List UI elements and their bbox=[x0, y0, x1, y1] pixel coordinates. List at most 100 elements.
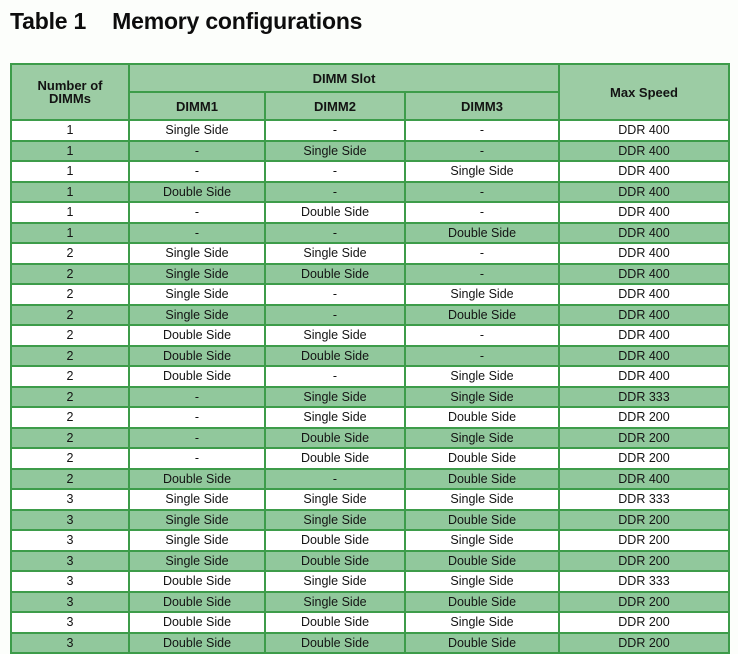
cell-dimm3: Single Side bbox=[404, 426, 560, 449]
cell-max-speed: DDR 400 bbox=[558, 221, 730, 244]
cell-dimm1: Single Side bbox=[128, 262, 266, 285]
cell-number-of-dimms: 2 bbox=[10, 385, 130, 408]
column-header-dimm1: DIMM1 bbox=[128, 91, 266, 121]
cell-dimm3: Single Side bbox=[404, 283, 560, 306]
cell-dimm3: - bbox=[404, 119, 560, 142]
cell-max-speed: DDR 200 bbox=[558, 611, 730, 634]
cell-max-speed: DDR 400 bbox=[558, 242, 730, 265]
cell-dimm1: - bbox=[128, 447, 266, 470]
cell-dimm3: - bbox=[404, 242, 560, 265]
column-group-header-dimm-slot: DIMM Slot bbox=[128, 63, 560, 93]
table-caption-text: Memory configurations bbox=[112, 8, 363, 34]
cell-max-speed: DDR 400 bbox=[558, 303, 730, 326]
cell-dimm1: - bbox=[128, 426, 266, 449]
cell-max-speed: DDR 200 bbox=[558, 549, 730, 572]
cell-dimm3: Single Side bbox=[404, 529, 560, 552]
table-row: 1-Single Side-DDR 400 bbox=[10, 139, 730, 162]
cell-dimm1: - bbox=[128, 385, 266, 408]
cell-dimm1: Double Side bbox=[128, 344, 266, 367]
table-caption: Table 1 Memory configurations bbox=[10, 8, 362, 35]
cell-dimm1: Double Side bbox=[128, 324, 266, 347]
cell-max-speed: DDR 400 bbox=[558, 201, 730, 224]
cell-dimm1: - bbox=[128, 406, 266, 429]
cell-dimm1: Double Side bbox=[128, 631, 266, 654]
cell-max-speed: DDR 400 bbox=[558, 139, 730, 162]
cell-dimm1: Single Side bbox=[128, 283, 266, 306]
cell-number-of-dimms: 2 bbox=[10, 262, 130, 285]
cell-max-speed: DDR 400 bbox=[558, 283, 730, 306]
cell-dimm2: Single Side bbox=[264, 139, 406, 162]
cell-dimm2: Double Side bbox=[264, 344, 406, 367]
cell-number-of-dimms: 3 bbox=[10, 611, 130, 634]
table-header: Number of DIMMs DIMM Slot Max Speed DIMM… bbox=[10, 63, 730, 121]
cell-dimm2: Single Side bbox=[264, 406, 406, 429]
cell-dimm2: Double Side bbox=[264, 549, 406, 572]
cell-dimm2: Single Side bbox=[264, 242, 406, 265]
cell-dimm1: - bbox=[128, 221, 266, 244]
cell-dimm1: Single Side bbox=[128, 303, 266, 326]
cell-dimm3: Double Side bbox=[404, 447, 560, 470]
cell-dimm2: Double Side bbox=[264, 529, 406, 552]
cell-number-of-dimms: 3 bbox=[10, 570, 130, 593]
cell-max-speed: DDR 400 bbox=[558, 324, 730, 347]
cell-dimm1: Double Side bbox=[128, 570, 266, 593]
column-header-max-speed: Max Speed bbox=[558, 63, 730, 121]
cell-dimm3: Double Side bbox=[404, 467, 560, 490]
cell-dimm3: Double Side bbox=[404, 221, 560, 244]
cell-dimm3: Single Side bbox=[404, 611, 560, 634]
cell-max-speed: DDR 200 bbox=[558, 508, 730, 531]
column-header-dimm3: DIMM3 bbox=[404, 91, 560, 121]
cell-dimm2: Double Side bbox=[264, 262, 406, 285]
cell-max-speed: DDR 400 bbox=[558, 262, 730, 285]
cell-number-of-dimms: 3 bbox=[10, 508, 130, 531]
cell-max-speed: DDR 200 bbox=[558, 529, 730, 552]
cell-dimm1: - bbox=[128, 201, 266, 224]
cell-dimm2: Single Side bbox=[264, 488, 406, 511]
cell-dimm1: - bbox=[128, 139, 266, 162]
column-header-number-of-dimms-line2: DIMMs bbox=[49, 91, 91, 106]
cell-number-of-dimms: 2 bbox=[10, 467, 130, 490]
cell-number-of-dimms: 1 bbox=[10, 180, 130, 203]
cell-dimm3: - bbox=[404, 324, 560, 347]
cell-max-speed: DDR 400 bbox=[558, 467, 730, 490]
cell-number-of-dimms: 2 bbox=[10, 406, 130, 429]
cell-dimm1: - bbox=[128, 160, 266, 183]
cell-dimm3: - bbox=[404, 201, 560, 224]
cell-dimm2: - bbox=[264, 467, 406, 490]
column-header-dimm2: DIMM2 bbox=[264, 91, 406, 121]
cell-number-of-dimms: 2 bbox=[10, 324, 130, 347]
cell-max-speed: DDR 333 bbox=[558, 570, 730, 593]
cell-max-speed: DDR 400 bbox=[558, 180, 730, 203]
cell-number-of-dimms: 2 bbox=[10, 365, 130, 388]
cell-dimm2: - bbox=[264, 119, 406, 142]
cell-dimm3: Single Side bbox=[404, 365, 560, 388]
document-page: Table 1 Memory configurations Number of … bbox=[10, 8, 730, 654]
cell-max-speed: DDR 200 bbox=[558, 447, 730, 470]
memory-configurations-table: Number of DIMMs DIMM Slot Max Speed DIMM… bbox=[10, 63, 730, 654]
cell-dimm1: Single Side bbox=[128, 508, 266, 531]
cell-dimm1: Single Side bbox=[128, 488, 266, 511]
cell-dimm2: Single Side bbox=[264, 385, 406, 408]
cell-dimm2: - bbox=[264, 221, 406, 244]
table-row: 1-Double Side-DDR 400 bbox=[10, 201, 730, 224]
cell-number-of-dimms: 1 bbox=[10, 221, 130, 244]
cell-max-speed: DDR 200 bbox=[558, 426, 730, 449]
cell-dimm3: Single Side bbox=[404, 160, 560, 183]
cell-dimm2: - bbox=[264, 365, 406, 388]
cell-number-of-dimms: 1 bbox=[10, 201, 130, 224]
cell-max-speed: DDR 400 bbox=[558, 344, 730, 367]
